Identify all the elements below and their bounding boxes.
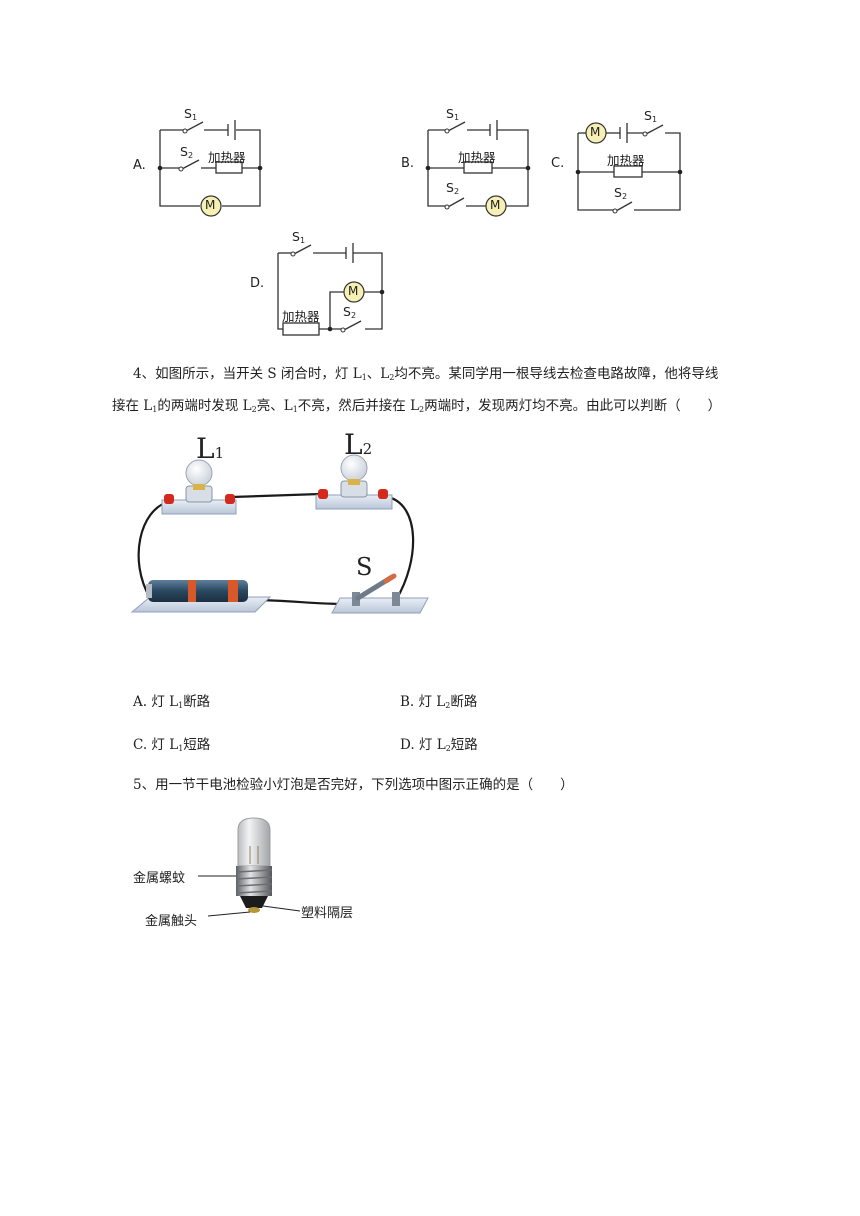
option-a[interactable]: A. 灯 L1断路 [133,694,211,710]
motor-label: M [348,284,359,298]
switch-s2-label: S2 [180,144,194,160]
question-4-line-1: 4、如图所示，当开关 S 闭合时，灯 L1、L2均不亮。某同学用一根导线去检查电… [133,366,719,382]
switch-s1-label: S1 [644,108,658,124]
label-metal-contact: 金属触头 [145,914,198,929]
lamp-l2-label: L2 [344,428,373,461]
option-letter: A. [133,158,146,173]
switch-s1-label: S1 [446,106,460,122]
switch-s-label: S [356,553,373,581]
motor-label: M [590,125,601,139]
option-letter: C. [551,156,565,171]
question-4-line-2: 接在 L1的两端时发现 L2亮、L1不亮，然后并接在 L2两端时，发现两灯均不亮… [112,398,722,414]
heater-label: 加热器 [282,309,320,324]
heater-label: 加热器 [458,150,496,165]
label-metal-thread: 金属螺蚊 [133,871,186,886]
question-4-text: 4、如图所示，当开关 S 闭合时，灯 L1、L2均不亮。某同学用一根导线去检查电… [112,360,823,424]
heater-label: 加热器 [208,150,246,165]
switch-s2-label: S2 [614,185,628,201]
lamp-l1-label: L1 [196,432,225,465]
question-5-text: 5、用一节干电池检验小灯泡是否完好，下列选项中图示正确的是（ ） [133,777,574,793]
lamp-l1 [161,459,237,515]
motor-label: M [205,198,216,212]
battery-holder [130,580,272,613]
lamp-l2 [315,454,393,510]
switch-s1-label: S1 [292,229,306,245]
label-plastic-insulator: 塑料隔层 [301,906,354,921]
option-b[interactable]: B. 灯 L2断路 [400,694,478,710]
switch-s2-label: S2 [343,304,357,320]
heater-label: 加热器 [607,153,645,168]
option-c[interactable]: C. 灯 L1短路 [133,737,211,753]
option-d[interactable]: D. 灯 L2短路 [400,737,478,753]
switch-s [331,573,429,614]
switch-s2-label: S2 [446,180,460,196]
switch-s1-label: S1 [184,106,198,122]
option-letter: B. [401,156,415,171]
motor-label: M [490,198,501,212]
option-letter: D. [250,276,265,291]
